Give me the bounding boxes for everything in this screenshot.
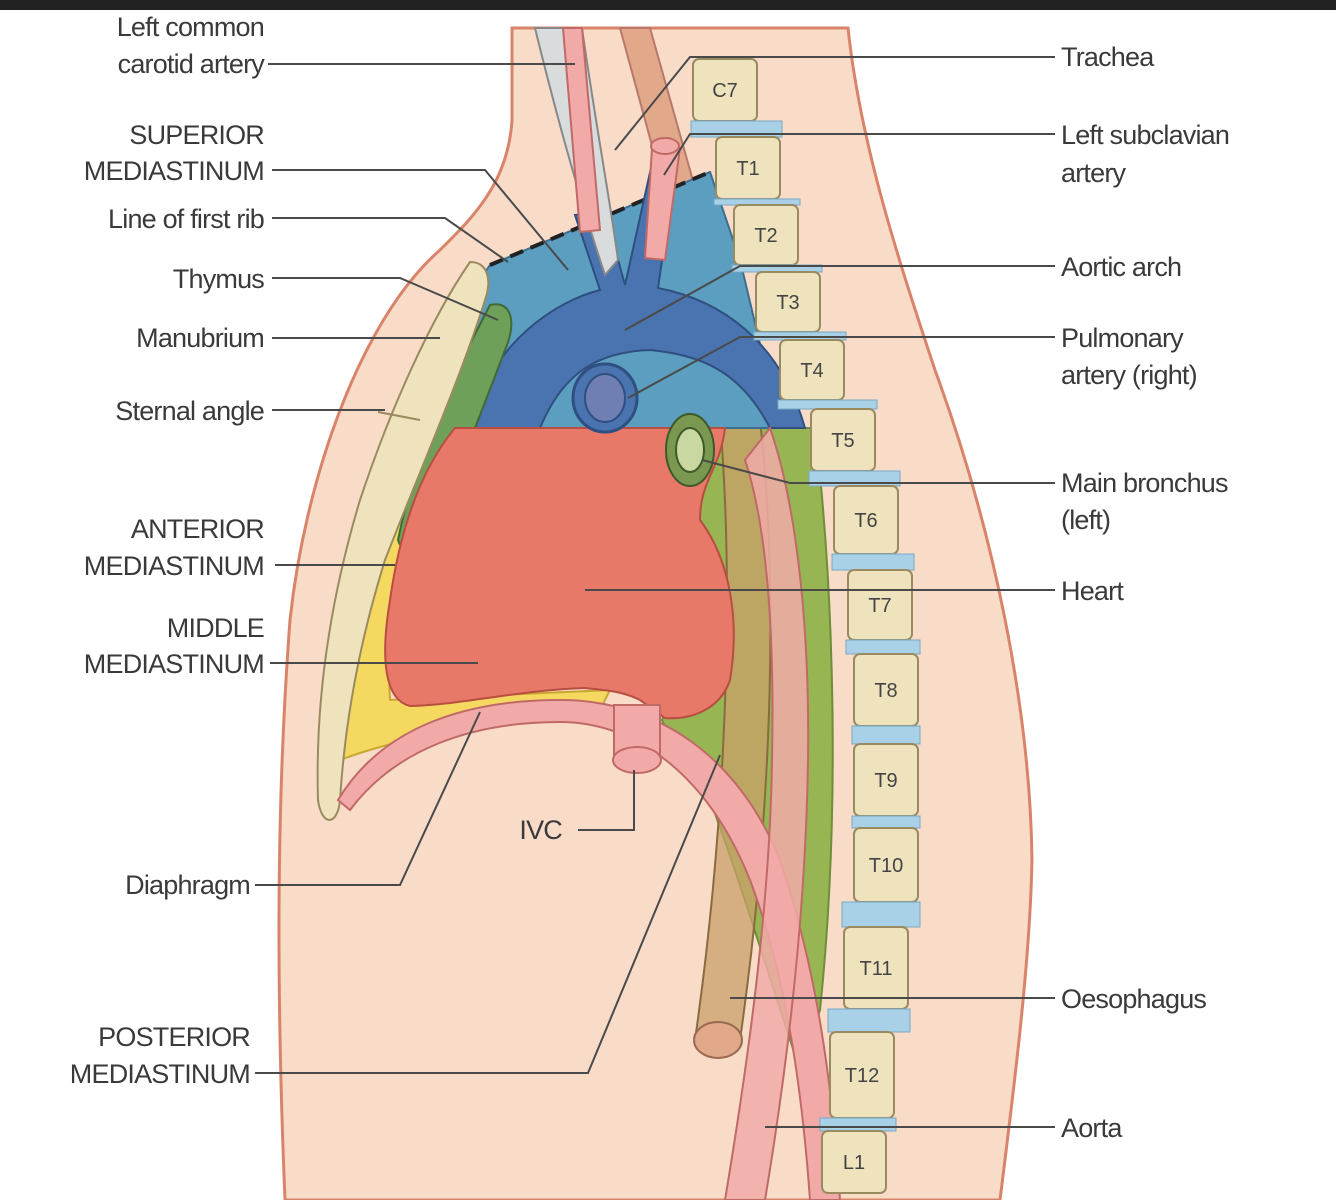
label-left-subclavian-2: artery [1061, 158, 1127, 188]
label-superior-mediastinum-1: SUPERIOR [129, 120, 264, 150]
vertebra-label-t8: T8 [874, 680, 897, 702]
vertebra-label-c7: C7 [712, 80, 738, 102]
label-left-common-carotid-1: Left common [117, 12, 264, 42]
intervertebral-disc [841, 901, 921, 928]
main-bronchus-lumen [675, 427, 705, 473]
label-heart: Heart [1061, 576, 1124, 606]
vertebra-label-t9: T9 [874, 770, 897, 792]
diaphragm-muscle [336, 698, 842, 1200]
intervertebral-disc [845, 639, 921, 655]
label-anterior-mediastinum-1: ANTERIOR [131, 514, 264, 544]
intervertebral-disc [851, 725, 921, 745]
label-pulmonary-artery-1: Pulmonary [1061, 323, 1184, 353]
vertebra-label-t11: T11 [860, 958, 893, 980]
intervertebral-disc [831, 553, 915, 571]
intervertebral-disc [827, 1008, 911, 1033]
label-posterior-mediastinum-2: MEDIASTINUM [70, 1059, 250, 1089]
label-main-bronchus-1: Main bronchus [1061, 468, 1228, 498]
heart-organ [384, 427, 735, 720]
label-thymus: Thymus [173, 264, 265, 294]
vertebra-l1 [821, 1130, 887, 1194]
sternal-angle-line [377, 411, 421, 421]
pulmonary-artery-lumen [584, 373, 626, 423]
vertebra-label-t5: T5 [831, 430, 854, 452]
vertebra-label-t12: T12 [845, 1065, 879, 1087]
vertebra-label-t3: T3 [776, 292, 799, 314]
intervertebral-disc [851, 815, 921, 829]
label-main-bronchus-2: (left) [1061, 505, 1110, 535]
label-trachea: Trachea [1061, 42, 1155, 72]
intervertebral-disc [777, 399, 878, 410]
label-ivc: IVC [519, 815, 562, 845]
vertebra-label-t6: T6 [854, 510, 877, 532]
left-common-carotid-vessel [561, 27, 602, 234]
label-line-first-rib: Line of first rib [108, 204, 264, 234]
sternum-bone [316, 260, 490, 821]
vertebra-label-t4: T4 [800, 360, 823, 382]
vertebra-label-t2: T2 [754, 225, 777, 247]
label-aorta: Aorta [1061, 1113, 1123, 1143]
label-oesophagus: Oesophagus [1061, 984, 1206, 1014]
oesophagus-cut-end [693, 1021, 743, 1059]
label-manubrium: Manubrium [136, 323, 264, 353]
label-left-subclavian-1: Left subclavian [1061, 120, 1229, 150]
label-middle-mediastinum-2: MEDIASTINUM [84, 649, 264, 679]
left-subclavian-cut-end [650, 137, 680, 155]
vertebra-label-t1: T1 [736, 158, 759, 180]
intervertebral-disc [819, 1117, 897, 1132]
label-pulmonary-artery-2: artery (right) [1061, 360, 1197, 390]
leader-lines [255, 56, 1055, 1128]
label-middle-mediastinum-1: MIDDLE [167, 613, 264, 643]
vertebra-label-t7: T7 [868, 595, 891, 617]
descending-aorta [723, 425, 810, 1200]
top-border-bar [0, 0, 1336, 10]
label-anterior-mediastinum-2: MEDIASTINUM [84, 551, 264, 581]
label-sternal-angle: Sternal angle [115, 396, 264, 426]
ivc-cut-end [612, 746, 662, 774]
label-superior-mediastinum-2: MEDIASTINUM [84, 156, 264, 186]
label-diaphragm: Diaphragm [125, 870, 250, 900]
vertebra-label-t10: T10 [869, 855, 903, 877]
label-left-common-carotid-2: carotid artery [118, 49, 266, 79]
label-aortic-arch: Aortic arch [1061, 252, 1181, 282]
vertebra-label-l1: L1 [843, 1152, 865, 1174]
label-posterior-mediastinum-1: POSTERIOR [98, 1022, 250, 1052]
